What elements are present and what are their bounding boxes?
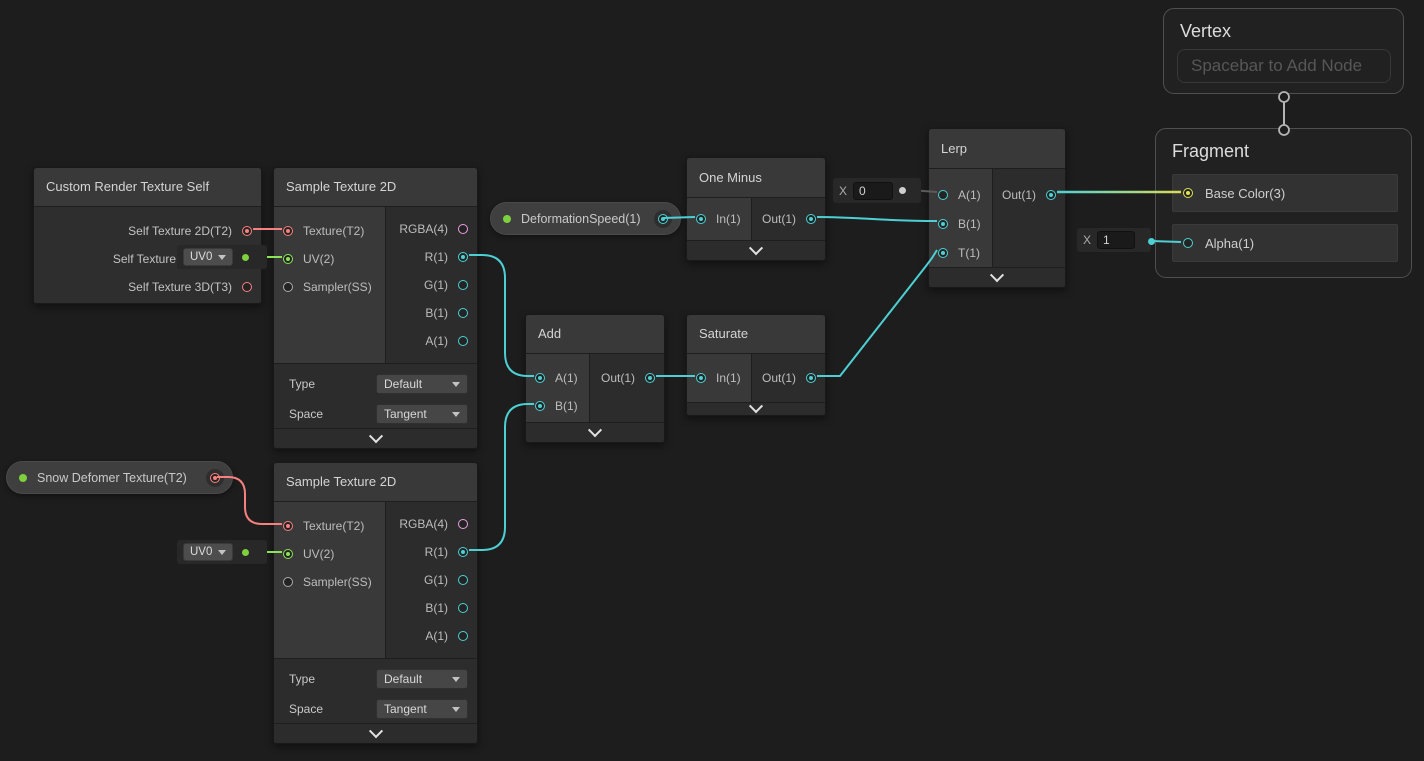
port-row: Self Texture 3D(T3) — [34, 273, 261, 301]
port-a-out[interactable] — [458, 336, 468, 346]
collapse-toggle[interactable] — [526, 422, 664, 442]
port-a-in[interactable] — [938, 189, 948, 200]
x-value-field[interactable] — [1097, 231, 1136, 249]
port-sampler-in[interactable] — [283, 577, 293, 587]
port-texture-in[interactable] — [283, 226, 293, 236]
dropdown-arrow-icon — [218, 549, 227, 555]
port-r-out[interactable] — [458, 547, 468, 557]
node-custom-render-texture-self[interactable]: Custom Render Texture Self Self Texture … — [33, 167, 262, 304]
edge-saturate-out-to-lerp-t[interactable] — [817, 249, 938, 377]
chevron-down-icon — [368, 428, 383, 443]
alpha-default-widget: X — [1077, 228, 1151, 252]
port-b-in[interactable] — [938, 218, 948, 229]
space-dropdown[interactable]: Tangent — [376, 404, 468, 424]
default-value-dot — [1148, 237, 1155, 245]
lerp-a-default-widget: X — [833, 178, 921, 203]
port-row: Self Texture 2D(T2) — [34, 217, 261, 245]
port-b-out[interactable] — [458, 308, 468, 318]
port-out[interactable] — [645, 373, 655, 383]
type-dropdown[interactable]: Default — [376, 374, 468, 394]
collapse-toggle[interactable] — [687, 240, 825, 260]
port-self-texture-2d[interactable] — [242, 226, 252, 236]
collapse-toggle[interactable] — [274, 723, 477, 743]
context-title: Fragment — [1172, 141, 1250, 161]
x-value-field[interactable] — [853, 181, 894, 200]
port-base-color-in[interactable] — [1183, 188, 1193, 198]
collapse-toggle[interactable] — [274, 428, 477, 448]
port-in[interactable] — [696, 214, 706, 224]
context-block-vertex[interactable]: Vertex Spacebar to Add Node — [1163, 8, 1404, 94]
port-out[interactable] — [806, 214, 816, 224]
port-a-out[interactable] — [458, 631, 468, 641]
add-node-placeholder[interactable]: Spacebar to Add Node — [1177, 49, 1391, 83]
uv-channel-dropdown[interactable]: UV0 — [183, 248, 234, 266]
dropdown-arrow-icon — [452, 381, 460, 387]
port-alpha-in[interactable] — [1183, 238, 1193, 248]
chevron-down-icon — [587, 422, 603, 437]
chevron-down-icon — [368, 723, 383, 738]
space-dropdown[interactable]: Tangent — [376, 699, 468, 719]
port-uv-in[interactable] — [283, 254, 293, 264]
node-title: Custom Render Texture Self — [34, 168, 261, 207]
collapse-toggle[interactable] — [687, 399, 825, 415]
dropdown-arrow-icon — [218, 254, 227, 260]
port-t-in[interactable] — [938, 247, 948, 258]
context-block-fragment[interactable]: Fragment Base Color(3) Alpha(1) — [1155, 128, 1412, 278]
node-one-minus[interactable]: One Minus In(1) Out(1) — [686, 157, 826, 261]
block-alpha[interactable]: Alpha(1) — [1172, 224, 1398, 262]
node-add[interactable]: Add A(1) B(1) Out(1) — [525, 314, 665, 443]
uv-channel-widget-bottom: UV0 — [177, 540, 267, 564]
port-texture-in[interactable] — [283, 521, 293, 531]
edge-oneminus-out-to-lerp-b[interactable] — [816, 216, 938, 222]
port-out[interactable] — [806, 373, 816, 383]
context-title: Vertex — [1180, 21, 1232, 41]
chevron-down-icon — [748, 240, 764, 255]
port-in[interactable] — [696, 373, 706, 383]
port-out[interactable] — [658, 213, 668, 224]
node-title: Sample Texture 2D — [274, 463, 477, 502]
port-r-out[interactable] — [458, 252, 468, 262]
port-rgba-out[interactable] — [458, 519, 468, 529]
port-rgba-out[interactable] — [458, 224, 468, 234]
port-uv-in[interactable] — [283, 549, 293, 559]
node-lerp[interactable]: Lerp A(1) B(1) T(1) Out(1) — [928, 128, 1066, 288]
port-b-out[interactable] — [458, 603, 468, 613]
node-title: Saturate — [687, 315, 825, 354]
exposed-property-dot — [503, 214, 511, 223]
block-base-color[interactable]: Base Color(3) — [1172, 174, 1398, 212]
uv-channel-dropdown[interactable]: UV0 — [183, 543, 234, 561]
property-node-deformation-speed[interactable]: DeformationSpeed(1) — [490, 202, 681, 235]
port-out[interactable] — [210, 472, 220, 483]
default-value-dot — [899, 187, 907, 194]
port-a-in[interactable] — [535, 373, 545, 383]
default-value-dot — [242, 253, 250, 261]
node-title: Add — [526, 315, 664, 354]
exposed-property-dot — [19, 473, 27, 482]
dropdown-arrow-icon — [452, 676, 460, 682]
node-title: One Minus — [687, 158, 825, 198]
node-title: Sample Texture 2D — [274, 168, 477, 207]
port-g-out[interactable] — [458, 280, 468, 290]
port-g-out[interactable] — [458, 575, 468, 585]
collapse-toggle[interactable] — [929, 267, 1065, 287]
port-sampler-in[interactable] — [283, 282, 293, 292]
chevron-down-icon — [989, 267, 1005, 282]
port-out[interactable] — [1046, 189, 1056, 200]
type-dropdown[interactable]: Default — [376, 669, 468, 689]
node-title: Lerp — [929, 129, 1065, 169]
default-value-dot — [242, 548, 250, 556]
node-sample-texture-2d-top[interactable]: Sample Texture 2D Texture(T2) UV(2) Samp… — [273, 167, 478, 449]
dropdown-arrow-icon — [452, 411, 460, 417]
dropdown-arrow-icon — [452, 706, 460, 712]
node-saturate[interactable]: Saturate In(1) Out(1) — [686, 314, 826, 416]
port-self-texture-3d[interactable] — [242, 282, 252, 292]
property-node-snow-deformer-texture[interactable]: Snow Defomer Texture(T2) — [6, 461, 233, 494]
port-b-in[interactable] — [535, 401, 545, 411]
uv-channel-widget-top: UV0 — [177, 245, 267, 269]
node-sample-texture-2d-bottom[interactable]: Sample Texture 2D Texture(T2) UV(2) Samp… — [273, 462, 478, 744]
